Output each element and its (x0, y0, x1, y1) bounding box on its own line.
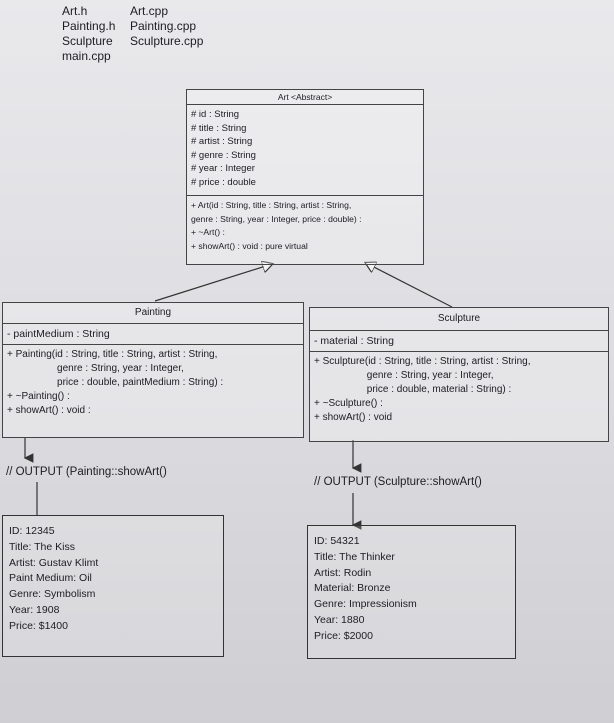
class-title: Sculpture (310, 308, 608, 331)
output-line: Year: 1908 (9, 603, 60, 616)
inheritance-arrow-sculpture (366, 263, 453, 308)
file-name: Art.h (62, 4, 88, 18)
output-line: Artist: Rodin (314, 566, 372, 579)
method: + showArt() : void (314, 412, 393, 423)
class-attributes: - paintMedium : String (3, 324, 303, 345)
output-line: Genre: Symbolism (9, 588, 96, 601)
attribute: - material : String (314, 335, 394, 347)
file-name: Painting.h (62, 19, 116, 33)
method: + showArt() : void : pure virtual (191, 240, 308, 251)
sculpture-output-label: // OUTPUT (Sculpture::showArt() (314, 476, 482, 488)
file-list: Art.h Art.cpp Painting.h Painting.cpp Sc… (62, 4, 203, 64)
inheritance-arrow-painting (154, 264, 272, 302)
output-line: Year: 1880 (314, 613, 365, 626)
attribute: # title : String (191, 122, 247, 134)
output-line: Genre: Impressionism (314, 598, 417, 611)
output-line: ID: 12345 (9, 525, 55, 537)
output-line: Paint Medium: Oil (9, 572, 92, 585)
method: + Art(id : String, title : String, artis… (191, 200, 352, 210)
art-class-box: Art <Abstract> # id : String # title : S… (186, 89, 424, 265)
file-row: main.cpp (62, 49, 203, 64)
attribute: # genre : String (191, 149, 256, 161)
painting-output-box: ID: 12345 Title: The Kiss Artist: Gustav… (2, 515, 224, 657)
class-attributes: # id : String # title : String # artist … (187, 105, 423, 196)
file-name: Art.cpp (130, 4, 169, 18)
method: + Sculpture(id : String, title : String,… (314, 356, 531, 367)
method: + ~Art() : (191, 227, 225, 237)
class-methods: + Painting(id : String, title : String, … (3, 345, 303, 421)
method: + showArt() : void : (7, 405, 91, 416)
method: genre : String, year : Integer, (7, 363, 184, 374)
output-line: Title: The Thinker (314, 550, 395, 563)
method: + Painting(id : String, title : String, … (7, 349, 218, 360)
attribute: # artist : String (191, 136, 253, 147)
sculpture-class-box: Sculpture - material : String + Sculptur… (309, 307, 609, 442)
output-line: Price: $1400 (9, 619, 68, 632)
file-name: Painting.cpp (130, 19, 197, 33)
attribute: # price : double (191, 176, 256, 188)
class-title: Art <Abstract> (187, 90, 423, 105)
sculpture-output-box: ID: 54321 Title: The Thinker Artist: Rod… (307, 525, 516, 659)
output-line: Price: $2000 (314, 629, 373, 642)
file-name: Sculpture (62, 34, 113, 48)
attribute: - paintMedium : String (7, 328, 110, 340)
file-row: Painting.h Painting.cpp (62, 19, 203, 34)
file-name: main.cpp (62, 49, 111, 63)
class-title: Painting (3, 303, 303, 324)
output-line: Artist: Gustav Klimt (9, 556, 99, 569)
file-name: Sculpture.cpp (130, 34, 204, 48)
method: price : double, paintMedium : String) : (7, 377, 224, 388)
file-row: Art.h Art.cpp (62, 4, 203, 19)
class-attributes: - material : String (310, 331, 608, 352)
method: genre : String, year : Integer, price : … (191, 213, 362, 224)
attribute: # year : Integer (191, 163, 255, 174)
method: + ~Painting() : (7, 391, 70, 402)
attribute: # id : String (191, 109, 240, 120)
method: genre : String, year : Integer, (314, 370, 494, 381)
method: price : double, material : String) : (314, 384, 512, 395)
class-methods: + Sculpture(id : String, title : String,… (310, 352, 608, 428)
output-line: ID: 54321 (314, 535, 360, 547)
output-line: Title: The Kiss (9, 540, 75, 553)
class-methods: + Art(id : String, title : String, artis… (187, 196, 423, 256)
method: + ~Sculpture() : (314, 398, 383, 409)
painting-class-box: Painting - paintMedium : String + Painti… (2, 302, 304, 438)
output-line: Material: Bronze (314, 582, 391, 595)
file-row: Sculpture Sculpture.cpp (62, 34, 203, 49)
painting-output-label: // OUTPUT (Painting::showArt() (6, 466, 167, 478)
